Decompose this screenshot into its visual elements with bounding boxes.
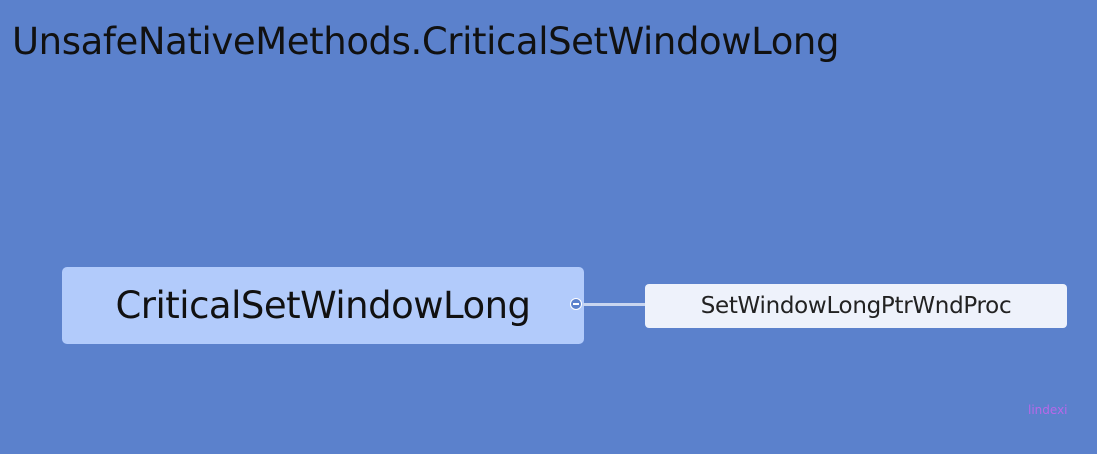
minus-glyph [573, 303, 579, 305]
page-title: UnsafeNativeMethods.CriticalSetWindowLon… [12, 20, 840, 63]
root-node[interactable]: CriticalSetWindowLong [62, 267, 584, 344]
root-node-label: CriticalSetWindowLong [115, 284, 531, 327]
child-node[interactable]: SetWindowLongPtrWndProc [645, 284, 1067, 328]
branch-connector [583, 303, 645, 306]
minus-circle-icon[interactable] [570, 298, 582, 310]
child-node-label: SetWindowLongPtrWndProc [700, 293, 1012, 319]
watermark: lindexi [1028, 403, 1068, 417]
